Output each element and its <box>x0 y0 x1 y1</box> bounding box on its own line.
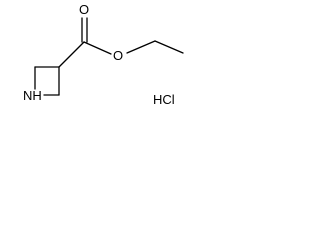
bond-carboxyl-ester-o <box>83 41 112 55</box>
ring-nitrogen-label: NH <box>23 88 42 103</box>
ester-oxygen-label: O <box>113 48 123 63</box>
hydrochloride-label: HCl <box>153 92 175 107</box>
bond-c3-carboxyl-carbon <box>58 41 85 68</box>
chemical-structure-diagram: O O NH HCl <box>0 0 192 123</box>
bond-ch2-ch3 <box>154 40 184 54</box>
bond-ester-o-ch2 <box>126 40 156 54</box>
carbonyl-oxygen-label: O <box>79 2 89 17</box>
structure-svg: O O NH HCl <box>23 2 184 107</box>
